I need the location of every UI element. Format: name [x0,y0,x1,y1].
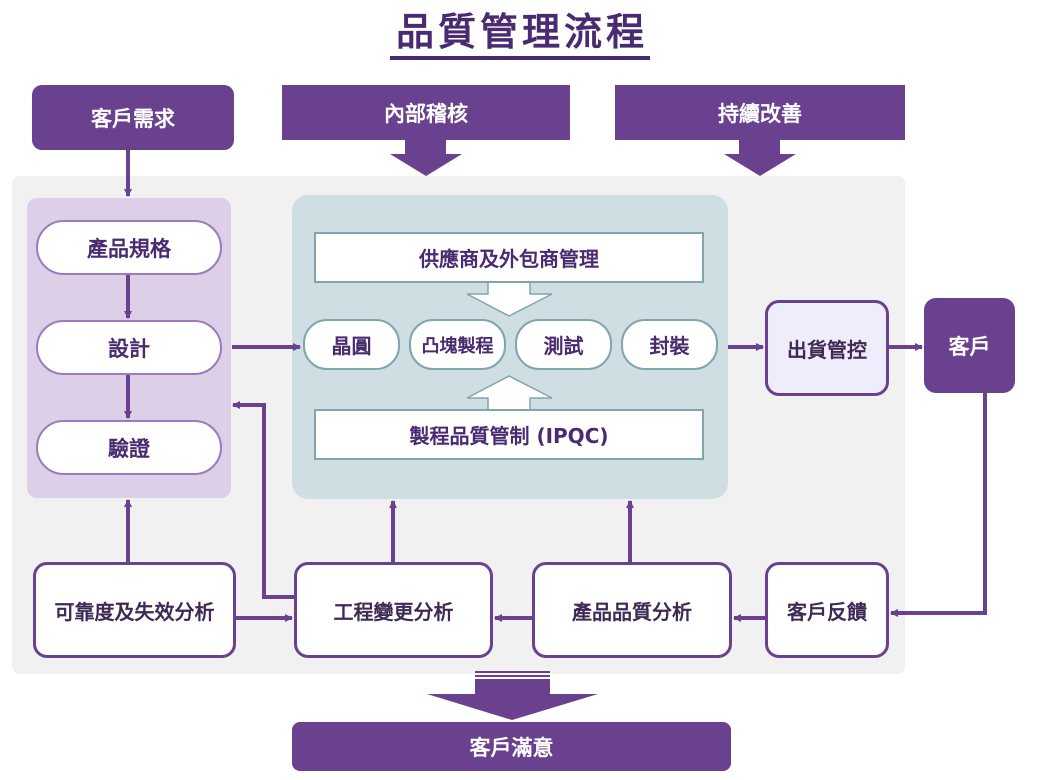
engineering-change-analysis-node: 工程變更分析 [294,562,493,658]
page-title: 品質管理流程 [0,8,1040,60]
product-quality-analysis-node: 產品品質分析 [532,562,732,658]
product-quality-analysis-label: 產品品質分析 [572,599,692,624]
design-node: 設計 [36,320,222,375]
packaging-node: 封裝 [621,319,718,370]
testing-label: 測試 [543,334,584,358]
product-spec-node: 產品規格 [36,220,222,275]
customer-requirements-label: 客戶需求 [91,106,175,131]
supplier-management-box: 供應商及外包商管理 [314,232,704,283]
verification-node: 驗證 [36,420,222,475]
shipment-control-node: 出貨管控 [765,300,889,396]
wafer-label: 晶圓 [331,334,372,358]
shipment-control-label: 出貨管控 [787,337,867,362]
bumping-node: 凸塊製程 [409,319,506,370]
bumping-label: 凸塊製程 [421,335,494,357]
internal-audit-label: 內部稽核 [384,101,468,126]
arrow-customer-to-feedback [890,393,987,617]
customer-node: 客戶 [924,298,1015,393]
internal-audit-box: 內部稽核 [282,85,570,140]
customer-feedback-node: 客戶反饋 [765,562,889,658]
ipqc-box: 製程品質管制 (IPQC) [314,409,704,460]
customer-label: 客戶 [948,334,991,359]
reliability-failure-analysis-label: 可靠度及失效分析 [54,599,215,624]
packaging-label: 封裝 [649,334,690,358]
page-title-text: 品質管理流程 [389,8,650,60]
continuous-improvement-arrow-icon [724,140,796,176]
continuous-improvement-box: 持續改善 [615,85,905,140]
supplier-management-label: 供應商及外包商管理 [419,247,599,271]
satisfaction-arrow-icon [427,671,598,720]
customer-satisfaction-box: 客戶滿意 [292,722,731,771]
wafer-node: 晶圓 [303,319,400,370]
customer-requirements-box: 客戶需求 [32,85,234,150]
ipqc-label: 製程品質管制 (IPQC) [409,424,609,448]
product-spec-label: 產品規格 [87,236,171,261]
customer-satisfaction-label: 客戶滿意 [469,735,554,760]
verification-label: 驗證 [108,436,150,461]
internal-audit-arrow-icon [390,140,462,176]
design-label: 設計 [108,336,150,361]
engineering-change-analysis-label: 工程變更分析 [333,599,454,624]
reliability-failure-analysis-node: 可靠度及失效分析 [33,562,236,658]
testing-node: 測試 [515,319,612,370]
customer-feedback-label: 客戶反饋 [787,599,867,624]
continuous-improvement-label: 持續改善 [718,101,802,126]
